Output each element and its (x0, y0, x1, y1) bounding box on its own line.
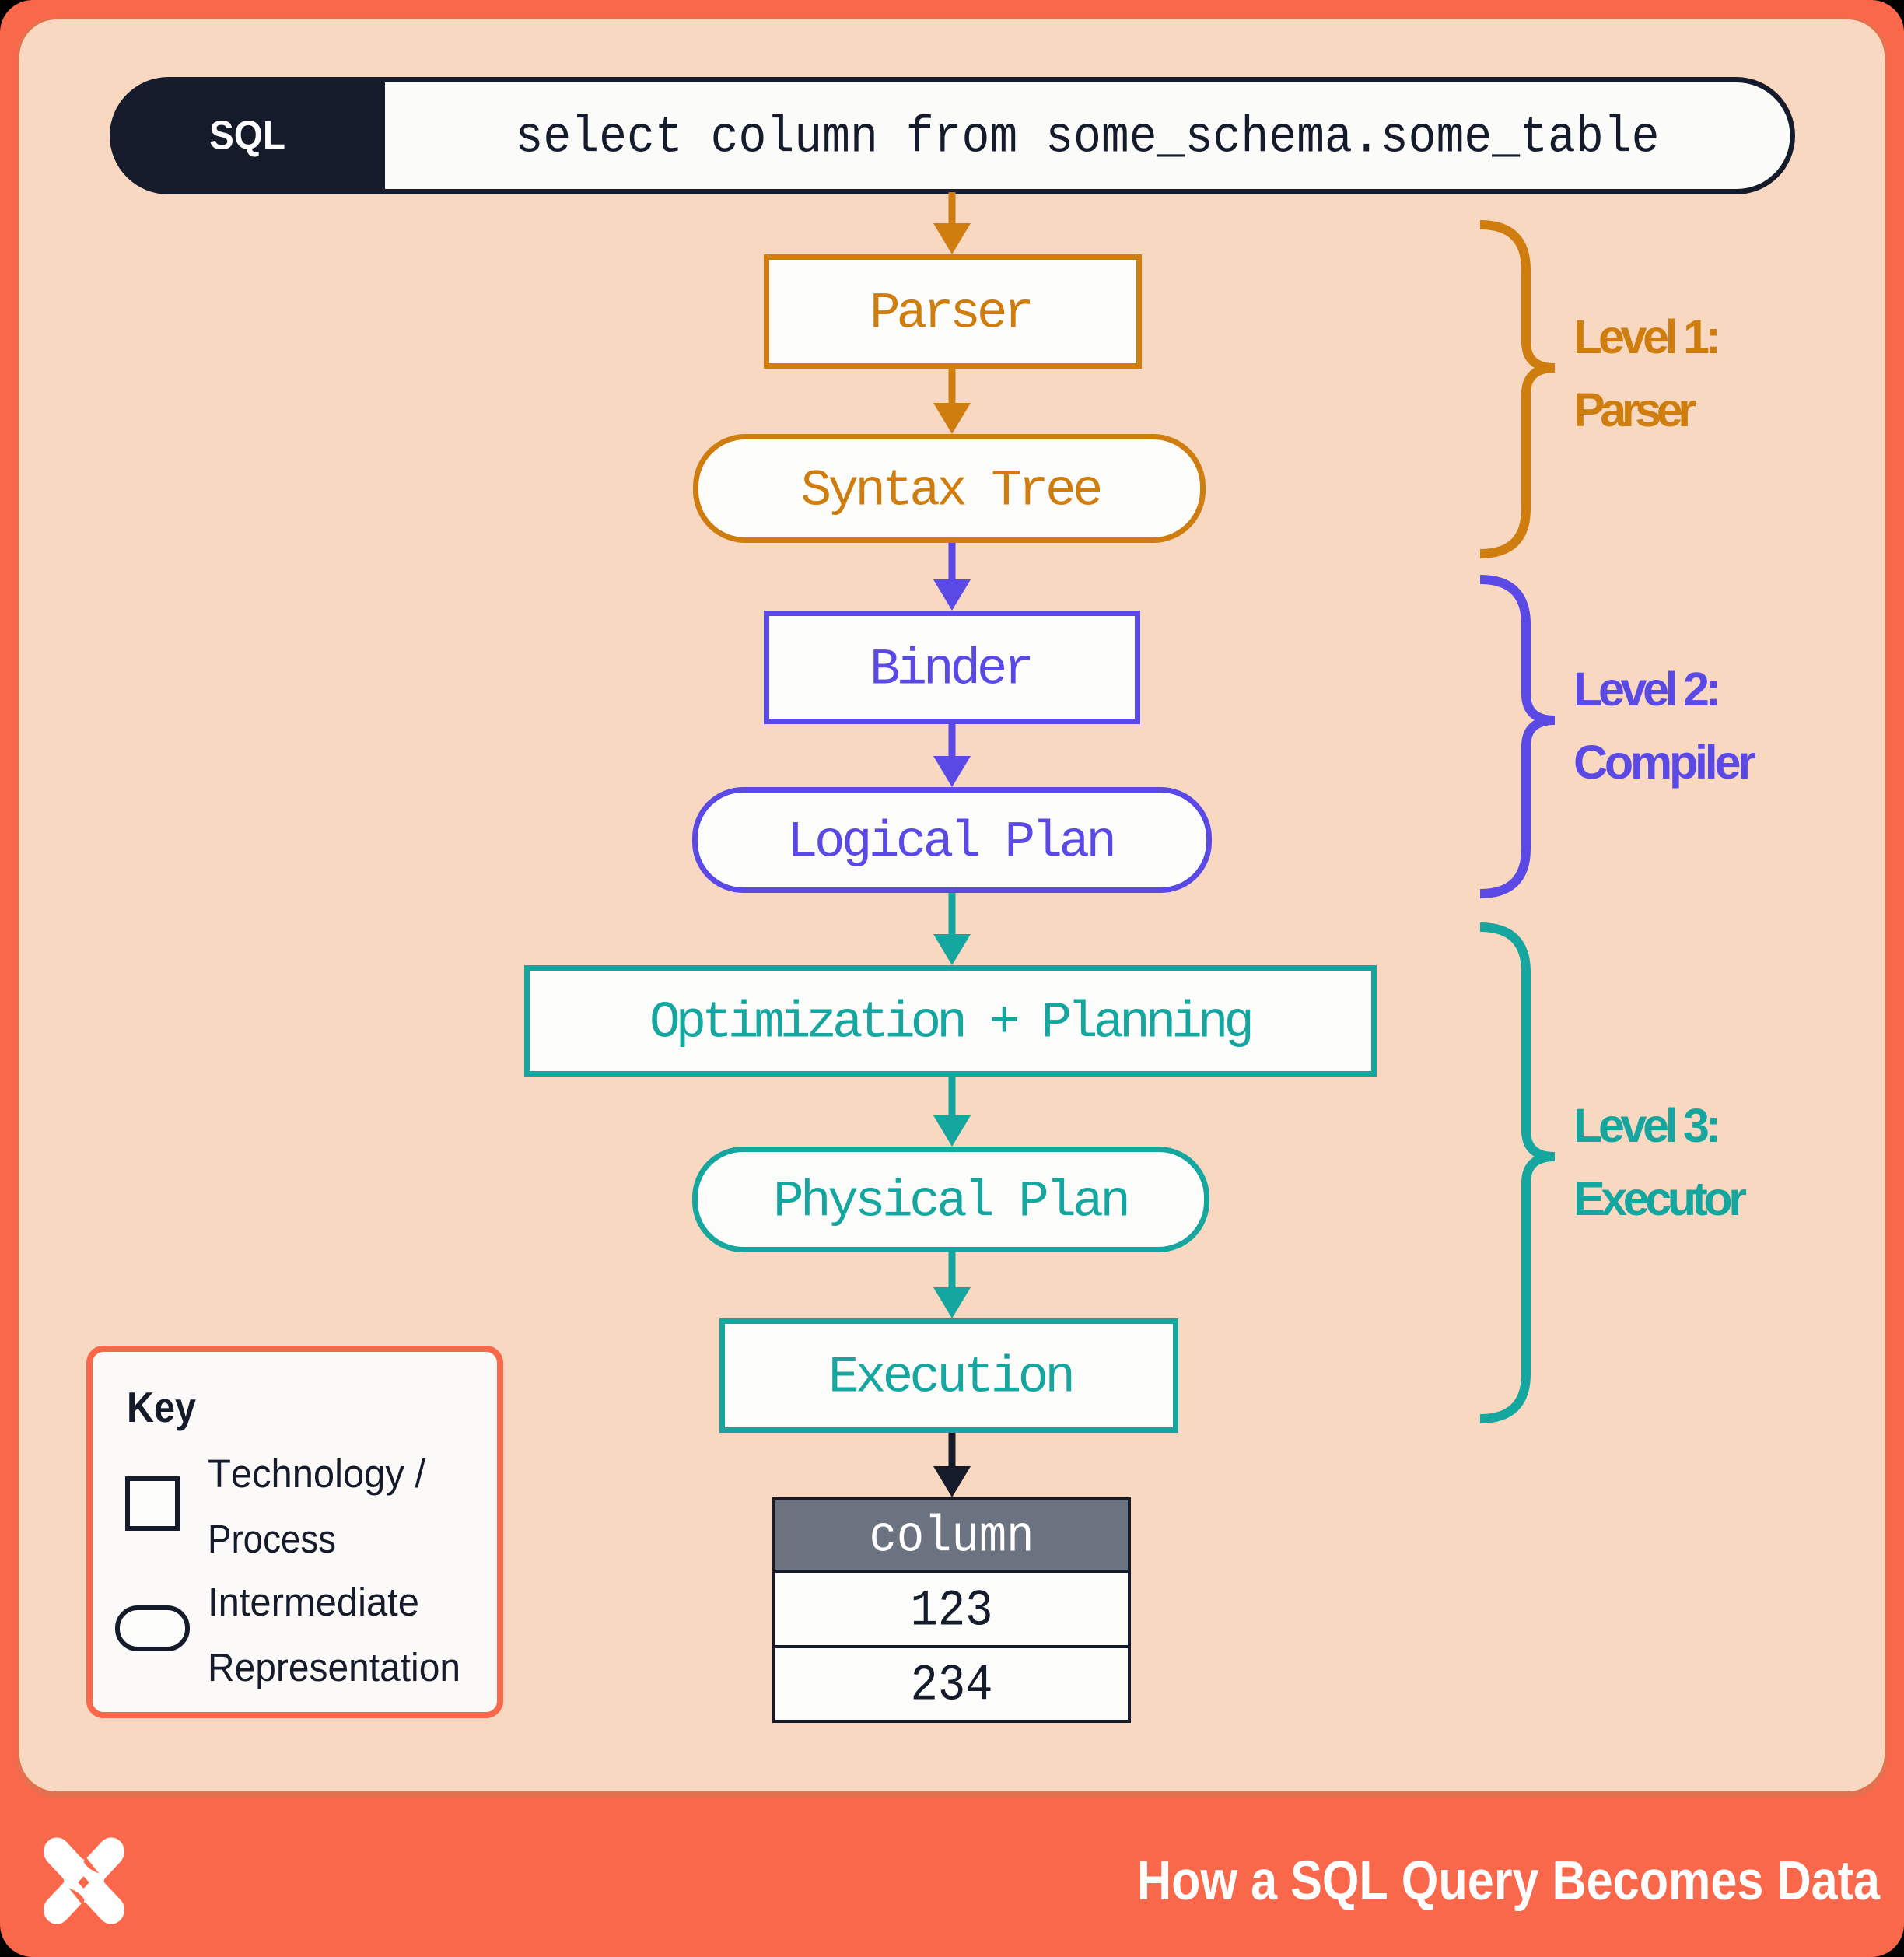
svg-text:Intermediate: Intermediate (208, 1580, 419, 1624)
svg-text:Parser: Parser (1573, 383, 1696, 436)
svg-text:Technology /: Technology / (208, 1451, 426, 1496)
svg-text:123: 123 (911, 1582, 993, 1640)
svg-text:Executor: Executor (1573, 1172, 1747, 1225)
svg-text:Key: Key (127, 1383, 196, 1431)
svg-text:Syntax Tree: Syntax Tree (801, 462, 1104, 520)
svg-text:SQL: SQL (209, 114, 285, 159)
svg-text:Parser: Parser (870, 285, 1034, 343)
svg-text:Execution: Execution (828, 1349, 1076, 1407)
svg-text:Representation: Representation (208, 1645, 460, 1689)
svg-text:Level 3:: Level 3: (1573, 1099, 1721, 1152)
svg-text:Binder: Binder (870, 641, 1034, 699)
svg-text:column: column (870, 1508, 1034, 1567)
svg-text:Physical Plan: Physical Plan (773, 1173, 1131, 1231)
svg-text:Level 2:: Level 2: (1573, 663, 1721, 716)
svg-text:select column from some_schema: select column from some_schema.some_tabl… (516, 109, 1660, 167)
svg-text:Optimization + Planning: Optimization + Planning (649, 994, 1255, 1052)
svg-text:Compiler: Compiler (1573, 736, 1756, 789)
svg-text:234: 234 (911, 1657, 993, 1715)
svg-text:Logical Plan: Logical Plan (787, 814, 1117, 872)
svg-text:How a SQL Query Becomes Data: How a SQL Query Becomes Data (1137, 1850, 1880, 1912)
svg-text:Level 1:: Level 1: (1573, 310, 1721, 363)
svg-text:Process: Process (208, 1517, 336, 1561)
